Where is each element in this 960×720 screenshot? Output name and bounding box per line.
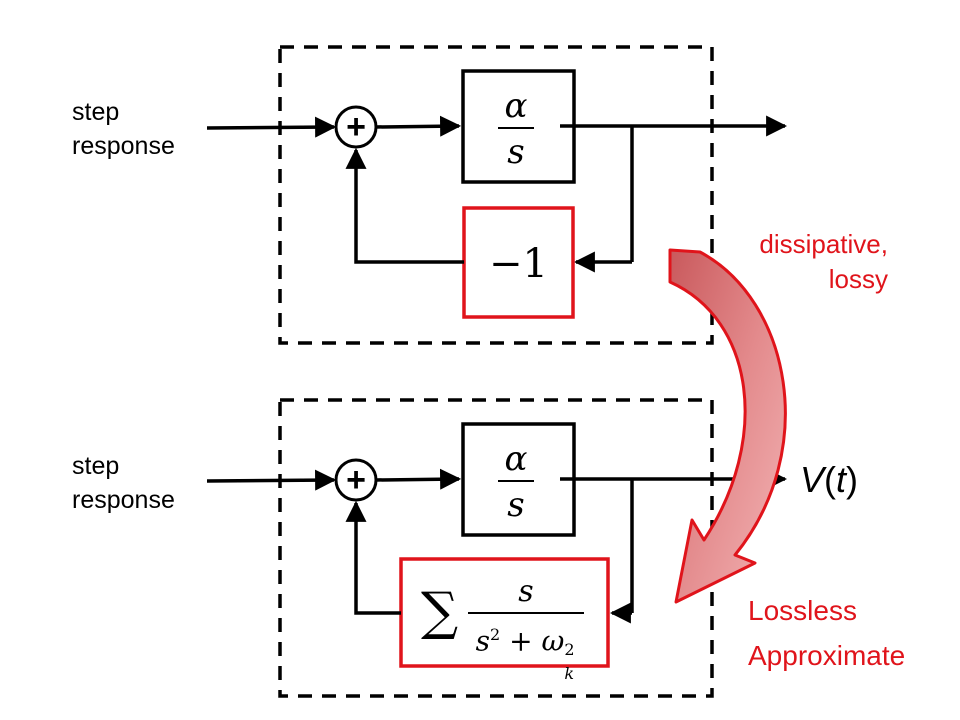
denominator-omega: ω — [541, 624, 565, 658]
bottom-feedback-sum-symbol: ∑ — [421, 582, 459, 642]
top-input-label: step response — [72, 95, 175, 163]
bottom-input-arrow — [206, 469, 337, 491]
top-return-line — [345, 147, 464, 264]
output-t: t — [836, 459, 847, 500]
denominator-exp: 2 — [490, 625, 501, 644]
top-loop — [206, 45, 788, 345]
bottom-loop — [206, 398, 788, 698]
top-forward-numerator: α — [504, 86, 528, 126]
output-open-paren: ( — [824, 459, 837, 500]
bottom-input-label-line2: response — [72, 486, 175, 514]
denominator-base: s — [475, 624, 491, 658]
bottom-sum-symbol: + — [346, 461, 366, 499]
dissipative-line2: lossy — [828, 264, 888, 294]
transform-curved-arrow — [668, 248, 787, 604]
bottom-forward-denominator: s — [507, 485, 525, 525]
top-forward-denominator: s — [507, 132, 525, 172]
top-input-arrow — [206, 116, 337, 138]
omega-sub: k — [564, 664, 575, 684]
dissipative-annotation: dissipative, lossy — [700, 227, 888, 297]
lossless-line1: Lossless — [748, 595, 857, 626]
top-sum-to-block-arrow — [375, 115, 462, 137]
top-sum-symbol: + — [346, 108, 366, 146]
dissipative-line1: dissipative, — [759, 229, 888, 259]
output-v: V — [800, 459, 825, 500]
top-feedback-block — [462, 206, 575, 319]
lossless-annotation: Lossless Approximate — [748, 588, 905, 678]
denominator-plus: + — [509, 624, 533, 658]
bottom-input-label: step response — [72, 449, 175, 517]
bottom-forward-numerator: α — [504, 439, 528, 479]
top-loop-boundary — [278, 45, 714, 345]
omega-exp: 2 — [564, 640, 575, 660]
top-input-label-line2: response — [72, 132, 175, 160]
bottom-forward-block — [461, 422, 576, 537]
top-feedback-value: −1 — [489, 241, 548, 287]
bottom-input-label-line1: step — [72, 452, 120, 480]
output-label-vt: V(t) — [800, 459, 858, 501]
output-close-paren: ) — [846, 459, 859, 500]
bottom-sum-to-block-arrow — [375, 468, 462, 490]
bottom-feedback-numerator: s — [518, 574, 534, 609]
lossless-line2: Approximate — [748, 640, 906, 671]
top-input-label-line1: step — [72, 98, 120, 126]
bottom-return-line — [345, 500, 401, 615]
